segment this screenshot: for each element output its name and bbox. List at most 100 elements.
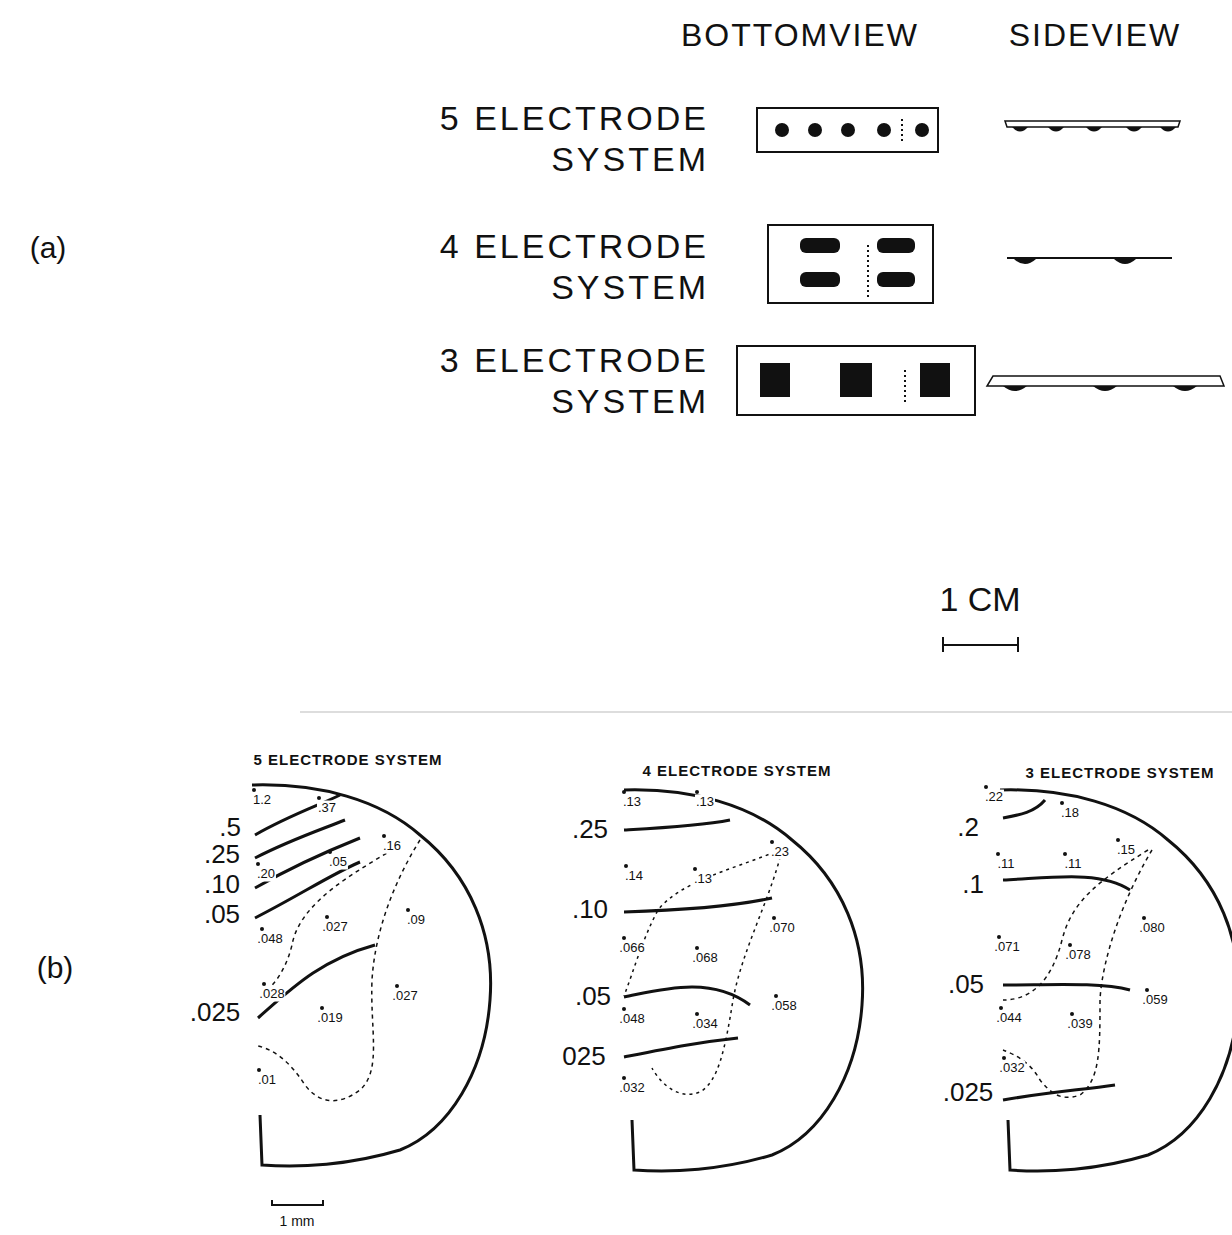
- contour-value: .025: [189, 998, 242, 1028]
- scale-label: 1 mm: [279, 1213, 316, 1229]
- measure-dot: [999, 1006, 1003, 1010]
- measure-dot: [325, 915, 329, 919]
- measure-dot: [695, 946, 699, 950]
- point-value: .13: [622, 795, 642, 810]
- point-value: .13: [693, 872, 713, 887]
- view-heading: SIDEVIEW: [1008, 17, 1182, 54]
- measure-dot: [262, 982, 266, 986]
- measure-dot: [770, 840, 774, 844]
- measure-dot: [1145, 988, 1149, 992]
- measure-dot: [260, 927, 264, 931]
- contour-value: .25: [571, 815, 609, 845]
- point-value: .18: [1060, 806, 1080, 821]
- electrode-4: [768, 225, 1172, 303]
- measure-dot: [328, 850, 332, 854]
- point-value: .23: [770, 845, 790, 860]
- section-title: 4 ELECTRODE SYSTEM: [642, 762, 833, 779]
- point-value: .16: [382, 839, 402, 854]
- measure-dot: [382, 834, 386, 838]
- section-3: [1000, 790, 1232, 1171]
- point-value: .048: [618, 1012, 645, 1027]
- point-value: .078: [1064, 948, 1091, 963]
- contour-value: .1: [961, 870, 985, 900]
- point-value: 1.2: [252, 793, 272, 808]
- point-value: .14: [624, 869, 644, 884]
- point-value: .11: [996, 857, 1015, 872]
- point-value: .22: [984, 790, 1004, 805]
- point-value: .032: [998, 1061, 1025, 1076]
- measure-dot: [774, 994, 778, 998]
- measure-dot: [1116, 838, 1120, 842]
- measure-dot: [996, 852, 1000, 856]
- scale-bar: [272, 1200, 323, 1206]
- point-value: .032: [618, 1081, 645, 1096]
- contour-value: .10: [203, 870, 241, 900]
- point-value: .034: [691, 1017, 718, 1032]
- measure-dot: [695, 790, 699, 794]
- measure-dot: [1060, 801, 1064, 805]
- contour-value: .2: [956, 813, 980, 843]
- point-value: .09: [406, 913, 426, 928]
- point-value: .058: [770, 999, 797, 1014]
- contour-value: .05: [203, 900, 241, 930]
- measure-dot: [624, 864, 628, 868]
- measure-dot: [622, 1076, 626, 1080]
- point-value: .019: [316, 1011, 343, 1026]
- point-value: .37: [317, 801, 337, 816]
- measure-dot: [622, 1007, 626, 1011]
- panel-letter: (b): [36, 951, 75, 986]
- measure-dot: [1002, 1056, 1006, 1060]
- measure-dot: [1142, 916, 1146, 920]
- point-value: .05: [328, 855, 348, 870]
- section-5: [252, 785, 491, 1166]
- point-value: .01: [257, 1073, 277, 1088]
- point-value: .071: [993, 940, 1020, 955]
- electrode-5: [757, 108, 1180, 152]
- contour-value: .5: [218, 813, 242, 843]
- contour-value: .25: [203, 840, 241, 870]
- point-value: .059: [1141, 993, 1168, 1008]
- point-value: .15: [1116, 843, 1136, 858]
- point-value: .039: [1066, 1017, 1093, 1032]
- measure-dot: [693, 867, 697, 871]
- point-value: .070: [768, 921, 795, 936]
- section-title: 3 ELECTRODE SYSTEM: [1025, 764, 1216, 781]
- contour-value: .10: [571, 895, 609, 925]
- measure-dot: [320, 1006, 324, 1010]
- measure-dot: [622, 936, 626, 940]
- measure-dot: [252, 788, 256, 792]
- system-name: 5 ELECTRODE SYSTEM: [368, 98, 710, 181]
- system-name: 4 ELECTRODE SYSTEM: [368, 226, 710, 309]
- measure-dot: [1068, 943, 1072, 947]
- electrode-3: [737, 346, 1224, 415]
- panel-letter: (a): [29, 231, 68, 266]
- point-value: .13: [695, 795, 715, 810]
- measure-dot: [406, 908, 410, 912]
- point-value: .20: [256, 867, 276, 882]
- measure-dot: [1070, 1012, 1074, 1016]
- point-value: .027: [321, 920, 348, 935]
- measure-dot: [1063, 852, 1067, 856]
- measure-dot: [395, 984, 399, 988]
- measure-dot: [257, 1068, 261, 1072]
- view-heading: BOTTOMVIEW: [680, 17, 920, 54]
- point-value: .027: [391, 989, 418, 1004]
- point-value: .044: [995, 1011, 1022, 1026]
- point-value: .048: [256, 932, 283, 947]
- measure-dot: [984, 785, 988, 789]
- contour-value: .05: [947, 970, 985, 1000]
- contour-value: 025: [561, 1042, 606, 1072]
- scale-label: 1 CM: [938, 580, 1021, 619]
- section-4: [624, 790, 863, 1171]
- point-value: .028: [258, 987, 285, 1002]
- point-value: .11: [1063, 857, 1082, 872]
- point-value: .080: [1138, 921, 1165, 936]
- contour-value: .05: [574, 982, 612, 1012]
- scale-bar: [943, 637, 1018, 652]
- contour-value: .025: [942, 1078, 995, 1108]
- measure-dot: [256, 862, 260, 866]
- point-value: .066: [618, 941, 645, 956]
- measure-dot: [622, 790, 626, 794]
